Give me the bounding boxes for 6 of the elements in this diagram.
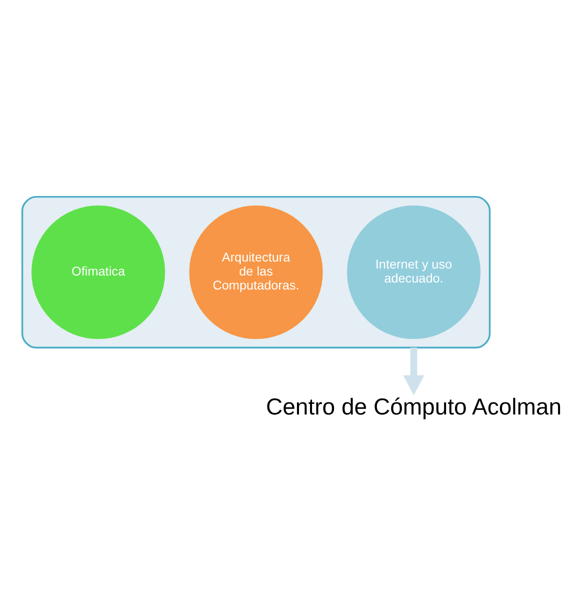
arrow — [403, 347, 424, 395]
node-circle: Internet y uso adecuado. — [346, 204, 481, 338]
node-text: Centro de Cómputo Acolman — [266, 392, 562, 419]
cluster — [21, 195, 491, 348]
node-circle: Ofimatica — [32, 204, 166, 338]
node-circle: Arquitectura de las Computadoras. — [189, 204, 323, 338]
